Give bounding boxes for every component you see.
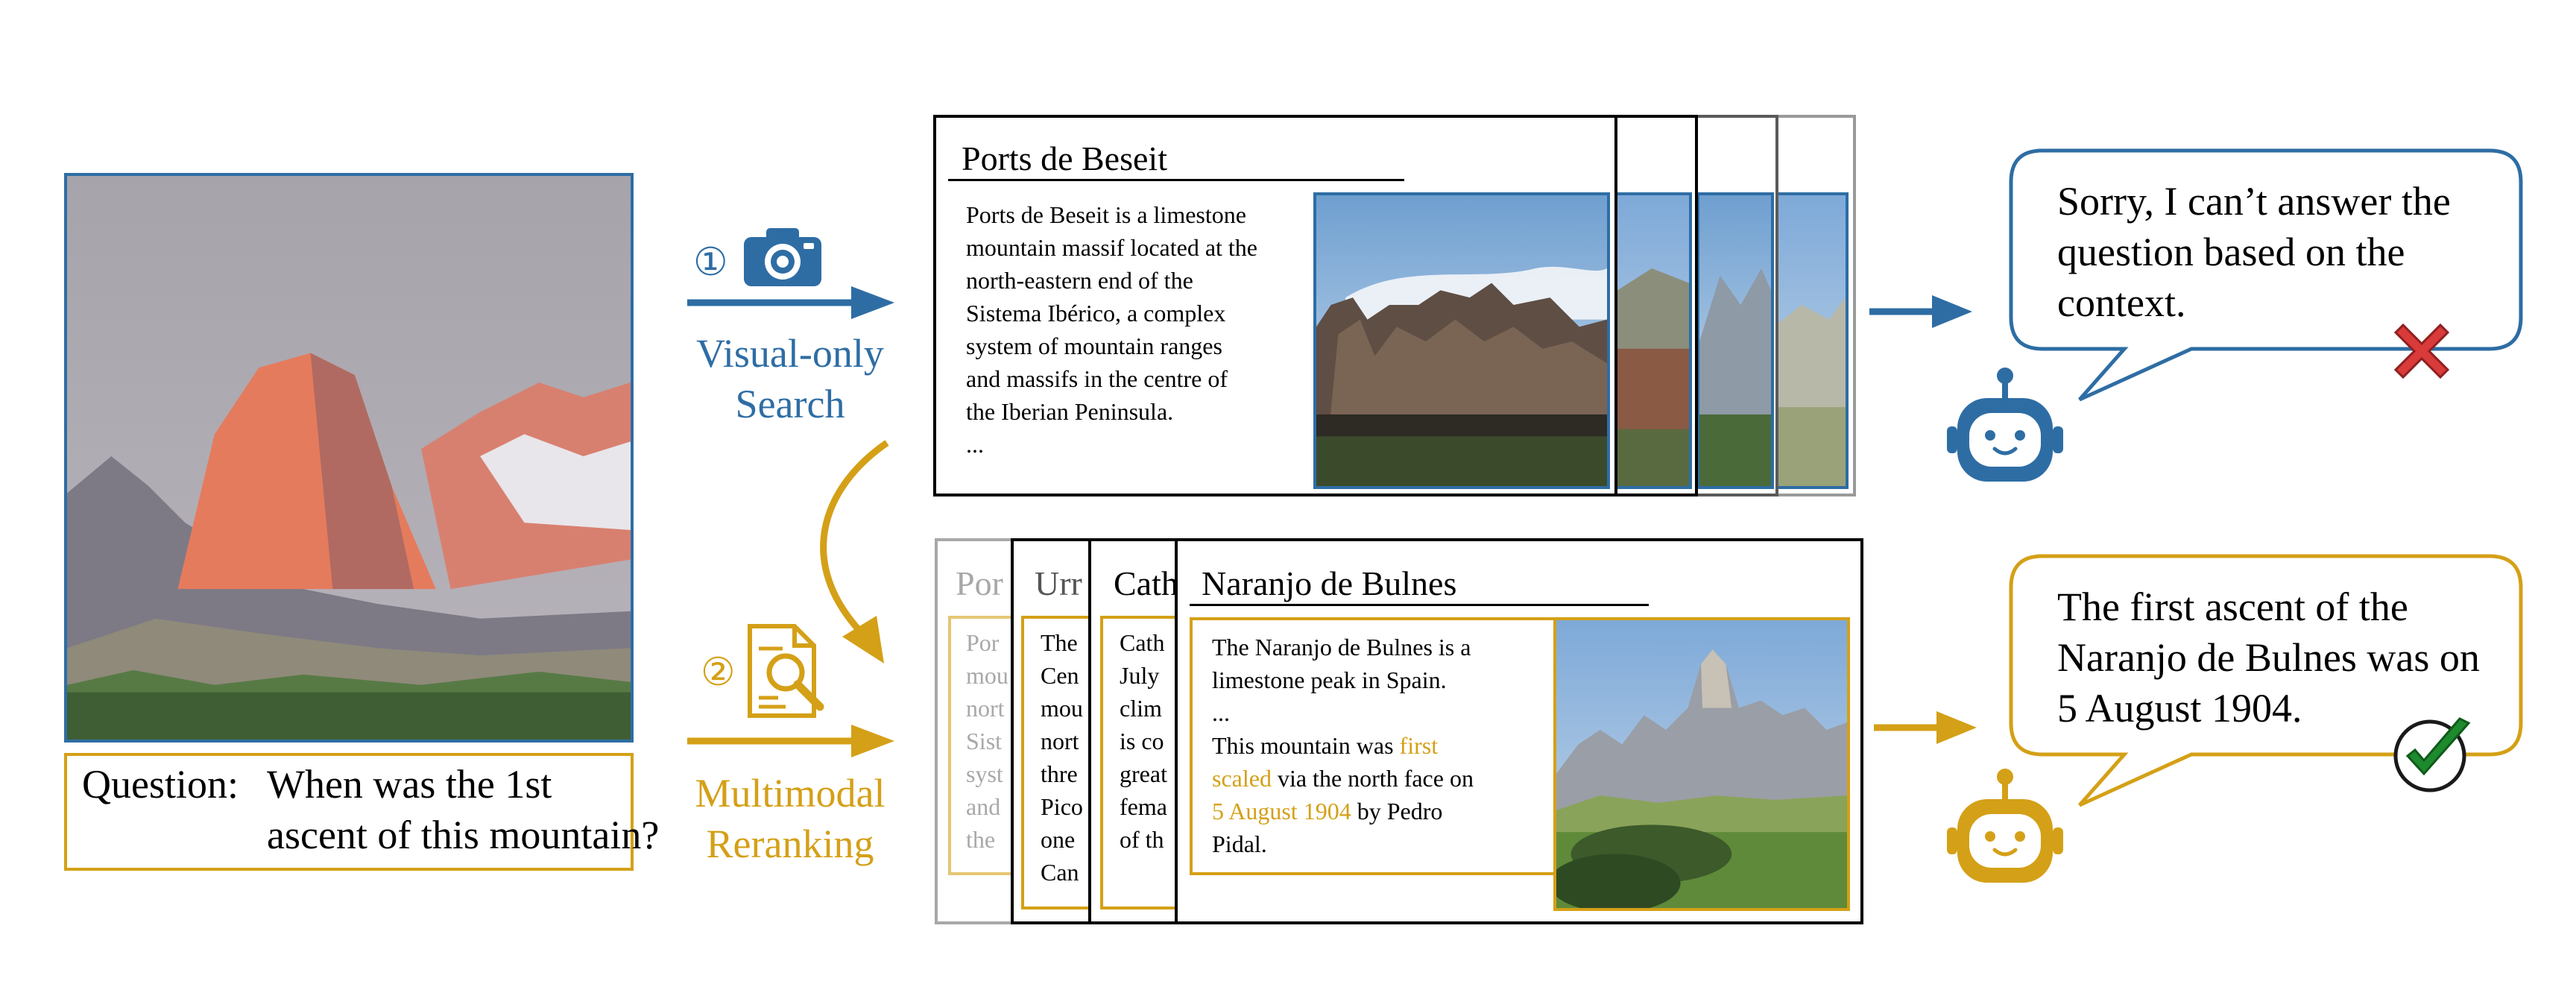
bottom-card-line-4-plain: This mountain was xyxy=(1212,732,1400,759)
fail-answer-bubble xyxy=(2005,146,2527,407)
step1-arrow xyxy=(687,282,896,324)
bottom-back-card-3-title: Cath xyxy=(1114,564,1178,602)
robot-icon-fail xyxy=(1942,365,2068,485)
step1-number: ① xyxy=(693,242,728,284)
bottom-card-image xyxy=(1553,617,1850,911)
bottom-card-highlight-date: 5 August 1904 xyxy=(1212,798,1351,825)
question-prefix: Question: xyxy=(82,762,239,807)
bottom-card-line-6-plain: by Pedro xyxy=(1351,798,1443,825)
bottom-card-text: The Naranjo de Bulnes is a limestone pea… xyxy=(1212,631,1474,860)
bottom-card-line-3: ... xyxy=(1212,699,1230,726)
top-back-card-3-image xyxy=(1771,192,1849,489)
cross-icon xyxy=(2388,318,2455,385)
bottom-result-arrow xyxy=(1874,707,1978,748)
curved-arrow xyxy=(775,437,917,675)
bottom-back-card-1-text: Por mou nort Sist syst and the xyxy=(966,629,1008,853)
top-card-title-rule xyxy=(948,179,1404,181)
success-answer-bubble xyxy=(2005,552,2527,813)
check-icon xyxy=(2388,713,2478,795)
success-answer-text: The first ascent of the Naranjo de Bulne… xyxy=(2057,584,2480,731)
top-back-card-2-image xyxy=(1696,192,1774,489)
bottom-card-title: Naranjo de Bulnes xyxy=(1202,564,1457,602)
bottom-card-line-6: 5 August 1904 by Pedro xyxy=(1212,795,1474,827)
fail-answer-text: Sorry, I can’t answer the question based… xyxy=(2057,179,2451,325)
top-result-arrow xyxy=(1869,291,1974,332)
bottom-card-title-rule xyxy=(1190,604,1649,606)
document-search-icon xyxy=(745,623,827,719)
bottom-card-highlight-first: first xyxy=(1399,732,1439,759)
step1-label: Visual-only Search xyxy=(696,331,884,426)
question-box xyxy=(64,753,634,871)
step2-number: ② xyxy=(701,652,736,694)
bottom-card-line-2: limestone peak in Spain. xyxy=(1212,666,1447,693)
camera-icon xyxy=(741,224,824,289)
query-mountain-image xyxy=(64,173,634,742)
bottom-card-line-1: The Naranjo de Bulnes is a xyxy=(1212,634,1471,660)
bottom-back-card-2-text: The Cen mou nort thre Pico one Can xyxy=(1041,629,1083,886)
robot-icon-success xyxy=(1942,766,2068,886)
step2-label: Multimodal Reranking xyxy=(695,771,886,866)
top-card-title: Ports de Beseit xyxy=(962,139,1167,177)
bottom-card-line-5: scaled via the north face on xyxy=(1212,762,1474,795)
bottom-card-line-7: Pidal. xyxy=(1212,830,1267,857)
bottom-back-card-3-text: Cath July clim is co great fema of th xyxy=(1120,629,1167,853)
top-card-image xyxy=(1313,192,1610,489)
bottom-card-line-4: This mountain was first xyxy=(1212,729,1474,762)
bottom-card-highlight-scaled: scaled xyxy=(1212,765,1272,792)
bottom-back-card-1-title: Por xyxy=(956,564,1003,602)
bottom-card-line-5-plain: via the north face on xyxy=(1271,765,1474,792)
bottom-back-card-2-title: Urr xyxy=(1035,564,1082,602)
top-back-card-1-image xyxy=(1614,192,1692,489)
question-text: When was the 1st ascent of this mountain… xyxy=(267,762,660,857)
top-card-text: Ports de Beseit is a limestone mountain … xyxy=(966,201,1257,458)
step2-arrow xyxy=(687,720,896,762)
